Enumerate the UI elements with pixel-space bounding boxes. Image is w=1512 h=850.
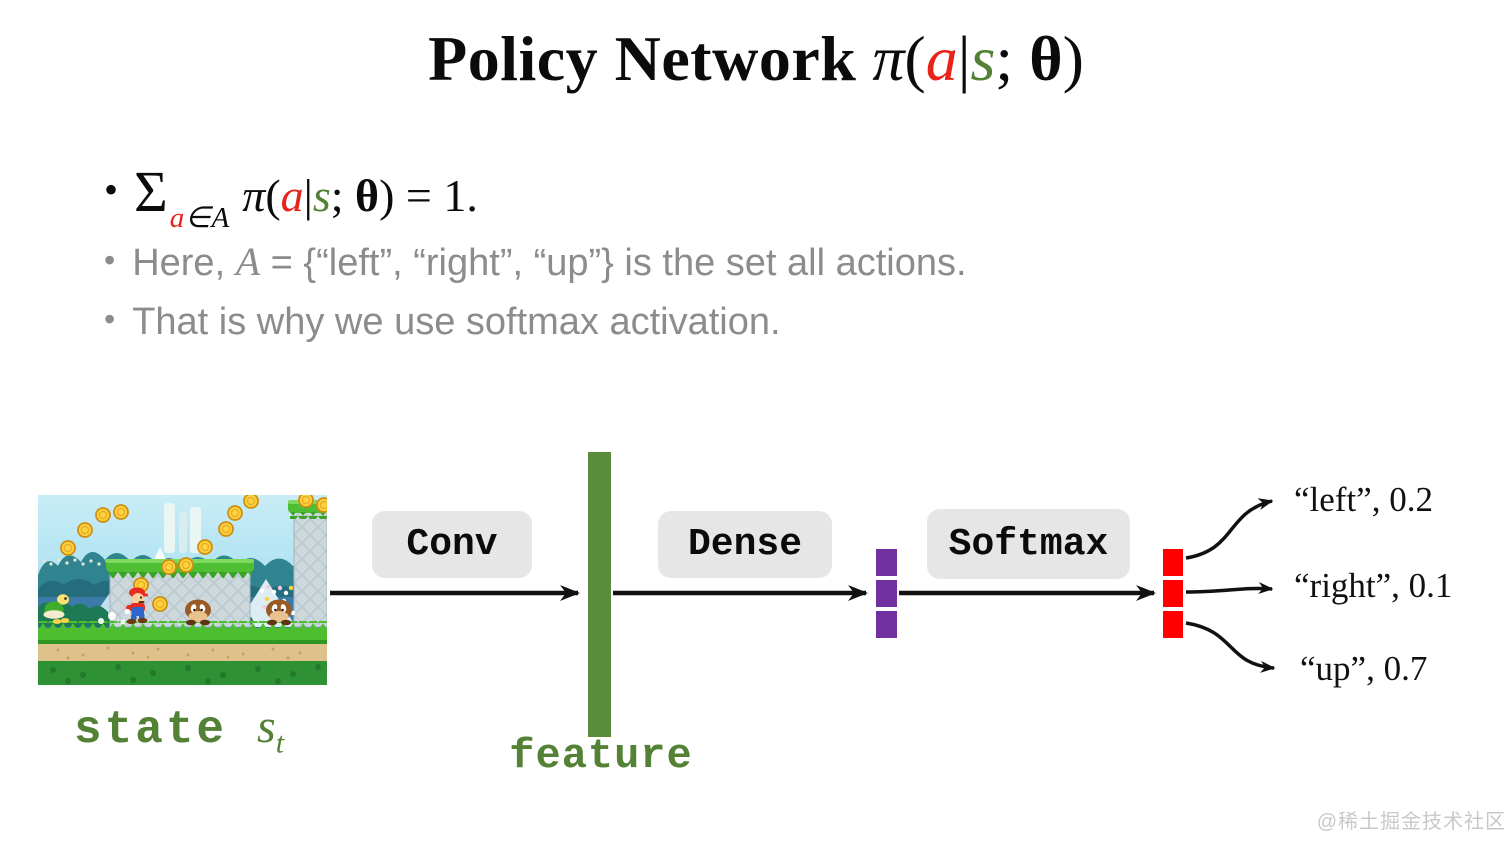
theta-symbol: θ [1029,23,1063,94]
actions-text-prefix: Here, [132,242,236,284]
vector-cell [876,580,897,607]
softmax-layer-box: Softmax [927,509,1130,579]
softmax-label: Softmax [948,522,1109,566]
sigma-subscript: a∈A [170,202,230,234]
game-screenshot [38,492,332,685]
output-up-label: “up”, 0.7 [1300,649,1428,688]
action-set-symbol: A [211,202,231,234]
vector-cell [876,549,897,576]
conv-layer-box: Conv [372,511,532,578]
dirt-speckles [56,646,302,660]
mario-scene-svg [38,492,332,685]
title-text: Policy Network [428,23,857,94]
pi-symbol: π [872,23,905,94]
dirt-band [38,644,327,661]
sigma-symbol: Σ [134,159,168,224]
theta-symbol: θ [355,170,380,221]
action-var: a [280,170,304,221]
open-paren: ( [265,170,281,221]
state-var-s: s [257,700,276,753]
given-bar: | [303,170,313,221]
semicolon: ; [330,170,356,221]
goomba [266,599,292,626]
sub-action-var: a [169,202,186,234]
connector-left-output [1185,498,1274,560]
element-of-symbol: ∈ [185,202,212,234]
dense-output-vector [876,549,897,638]
connector-right-output [1185,582,1274,595]
grass-band [38,628,327,642]
smoke-puffs [98,612,126,625]
open-paren: ( [904,23,926,94]
bullet-softmax: • That is why we use softmax activation. [104,301,781,344]
goomba [185,599,211,626]
state-subscript-t: t [275,726,285,760]
softmax-text: That is why we use softmax activation. [132,301,781,343]
dense-label: Dense [687,523,803,566]
output-left-label: “left”, 0.2 [1294,480,1433,519]
koopa [43,594,70,624]
bullet-marker: • [104,242,116,278]
state-var: s [970,23,996,94]
vector-cell [1163,611,1183,638]
output-right-label: “right”, 0.1 [1294,566,1453,605]
bullet-marker: • [104,301,116,337]
feature-label: feature [509,732,693,780]
semicolon: ; [995,23,1030,94]
bullet-marker: • [104,167,119,212]
close-paren: ) [1062,23,1084,94]
actions-text-rest: = {“left”, “right”, “up”} is the set all… [260,242,967,284]
state-var: s [312,170,331,221]
given-bar: | [957,23,971,94]
background-towers [164,503,201,553]
connector-up-output [1185,621,1276,673]
title-formula: π(a|s; θ) [872,23,1084,94]
vector-cell [1163,549,1183,576]
dense-layer-box: Dense [658,511,832,578]
action-var: a [925,23,958,94]
mario [124,587,148,625]
watermark: @稀土掘金技术社区 [1316,811,1506,833]
softmax-output-vector [1163,549,1183,638]
pi-symbol: π [242,170,266,221]
bush-texture [50,664,321,684]
bullet-action-set: • Here, A = {“left”, “right”, “up”} is th… [104,238,967,285]
vector-cell [1163,580,1183,607]
vector-cell [876,611,897,638]
right-cliff [288,500,328,628]
feature-vector-bar [588,452,611,737]
state-word: state [74,704,228,756]
grass-shadow [38,640,327,644]
grass-teeth [38,621,327,629]
equals-one: ) = 1. [379,170,478,221]
action-set-symbol: A [235,239,261,284]
conv-label: Conv [406,523,498,566]
state-symbol: st [257,700,284,760]
